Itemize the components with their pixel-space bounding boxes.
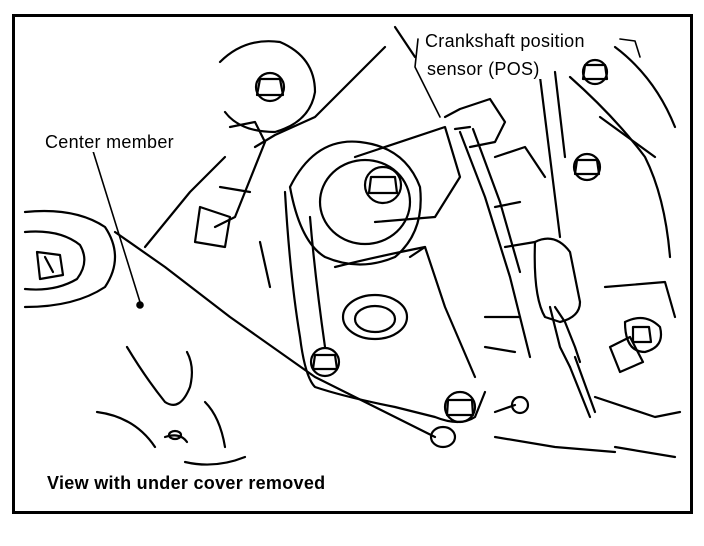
sensor-bracket <box>283 125 530 449</box>
upper-left-mount <box>193 40 387 249</box>
engine-structure-lines <box>258 25 547 354</box>
right-housing <box>493 45 682 459</box>
center-member <box>95 155 437 466</box>
engine-line-drawing <box>23 25 682 466</box>
leader-lines <box>92 38 641 309</box>
caption: View with under cover removed <box>47 473 326 493</box>
sensor-pos-label: sensor (POS) <box>425 59 542 79</box>
crankshaft-position-sensor <box>443 70 597 419</box>
illustration-frame: Crankshaft position sensor (POS) Center … <box>12 14 693 514</box>
center-member-label: Center member <box>43 132 176 152</box>
left-hub <box>23 209 116 309</box>
crankshaft-position-label: Crankshaft position <box>423 31 587 51</box>
